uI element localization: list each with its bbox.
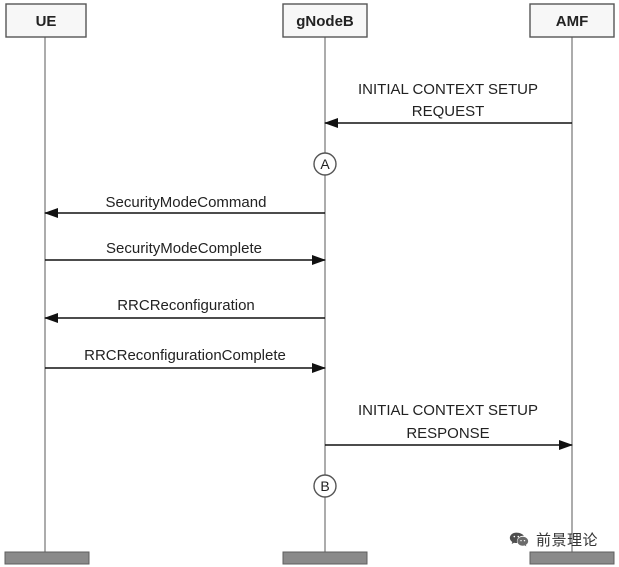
marker-a: A [313, 152, 337, 176]
rrc-reconfiguration-label: RRCReconfiguration [117, 297, 255, 314]
amf-entity: AMF [529, 3, 615, 38]
initial-context-setup-response-line2: RESPONSE [406, 425, 489, 442]
marker-a-label: A [320, 156, 330, 172]
marker-b-circle [313, 474, 337, 498]
amf-entity-box [529, 3, 615, 38]
amf-lifeline-end-bar [529, 551, 615, 565]
security-mode-command-label: SecurityModeCommand [106, 194, 267, 211]
amf-entity-label: AMF [556, 13, 589, 30]
initial-context-setup-request-line2: REQUEST [412, 103, 485, 120]
ue-lifeline-end-bar [4, 551, 90, 565]
marker-a-circle [313, 152, 337, 176]
gnodeb-lifeline-end-bar [282, 551, 368, 565]
marker-b-label: B [320, 478, 329, 494]
security-mode-complete-label: SecurityModeComplete [106, 240, 262, 257]
gnodeb-entity: gNodeB [282, 3, 368, 38]
rrc-reconfiguration-complete-message: RRCReconfigurationComplete [45, 347, 326, 373]
ue-entity: UE [5, 3, 87, 38]
marker-b: B [313, 474, 337, 498]
rrc-reconfiguration-message: RRCReconfiguration [44, 297, 325, 323]
initial-context-setup-response-line1: INITIAL CONTEXT SETUP [358, 402, 538, 419]
rrc-reconfiguration-complete-label: RRCReconfigurationComplete [84, 347, 286, 364]
gnodeb-entity-box [282, 3, 368, 38]
ue-entity-label: UE [36, 13, 57, 30]
initial-context-setup-response-message: INITIAL CONTEXT SETUP RESPONSE [325, 402, 573, 450]
initial-context-setup-request-message: INITIAL CONTEXT SETUP REQUEST [324, 81, 572, 128]
ue-entity-box [5, 3, 87, 38]
gnodeb-entity-label: gNodeB [296, 13, 354, 30]
security-mode-complete-message: SecurityModeComplete [45, 240, 326, 265]
security-mode-command-message: SecurityModeCommand [44, 194, 325, 218]
initial-context-setup-request-line1: INITIAL CONTEXT SETUP [358, 81, 538, 98]
